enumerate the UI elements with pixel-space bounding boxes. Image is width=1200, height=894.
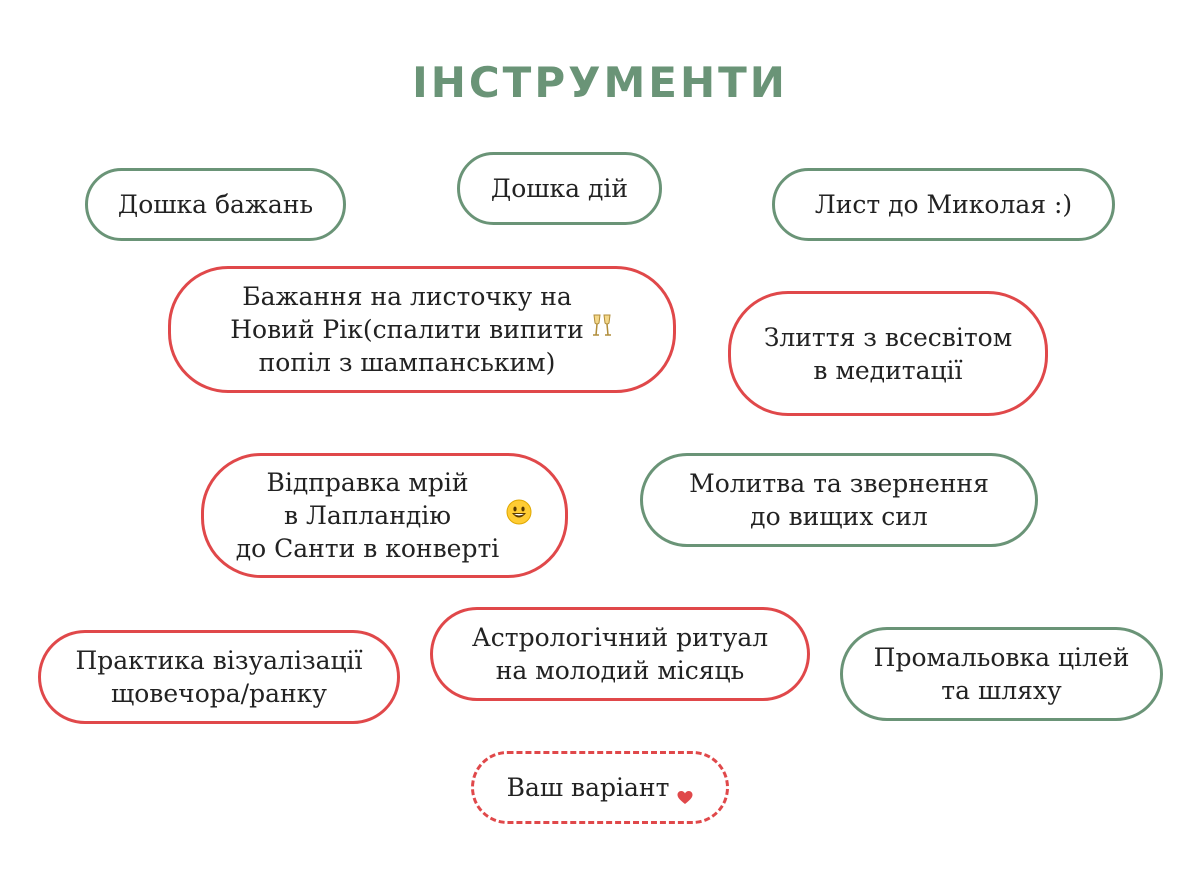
tool-label: Відправка мрій в Лапландію до Санти в ко… [235, 468, 500, 563]
champagne-glasses-icon [590, 313, 614, 347]
tool-prayer: Молитва та звернення до вищих сил [640, 453, 1038, 547]
tool-dreams-lapland: Відправка мрій в Лапландію до Санти в ко… [201, 453, 568, 578]
tool-label: Практика візуалізації щовечора/ранку [75, 646, 363, 708]
heart-icon [677, 781, 693, 804]
tool-label: Злиття з всесвітом в медитації [763, 322, 1013, 385]
tool-label: Астрологічний ритуал на молодий місяць [471, 623, 769, 685]
tool-label: Дошка бажань [117, 190, 314, 219]
tool-label: Бажання на листочку на Новий Рік(спалити… [230, 282, 584, 377]
tool-letter-to-mykolai: Лист до Миколая :) [772, 168, 1115, 241]
tool-merging-universe: Злиття з всесвітом в медитації [728, 291, 1048, 416]
tool-visualization: Практика візуалізації щовечора/ранку [38, 630, 400, 724]
smiley-face-icon [505, 498, 533, 534]
tool-drawing-goals: Промальовка цілей та шляху [840, 627, 1163, 721]
tool-action-board: Дошка дій [457, 152, 662, 225]
tool-label: Молитва та звернення до вищих сил [689, 469, 989, 531]
tool-wish-on-paper: Бажання на листочку на Новий Рік(спалити… [168, 266, 676, 393]
tool-label: Ваш варіант [506, 773, 670, 802]
tool-label: Промальовка цілей та шляху [873, 643, 1130, 705]
tool-wish-board: Дошка бажань [85, 168, 346, 241]
tool-your-option: Ваш варіант [471, 751, 729, 824]
tool-astro-ritual: Астрологічний ритуал на молодий місяць [430, 607, 810, 701]
tool-label: Дошка дій [490, 174, 629, 203]
tool-label: Лист до Миколая :) [814, 190, 1073, 219]
page-title: ІНСТРУМЕНТИ [412, 58, 788, 107]
